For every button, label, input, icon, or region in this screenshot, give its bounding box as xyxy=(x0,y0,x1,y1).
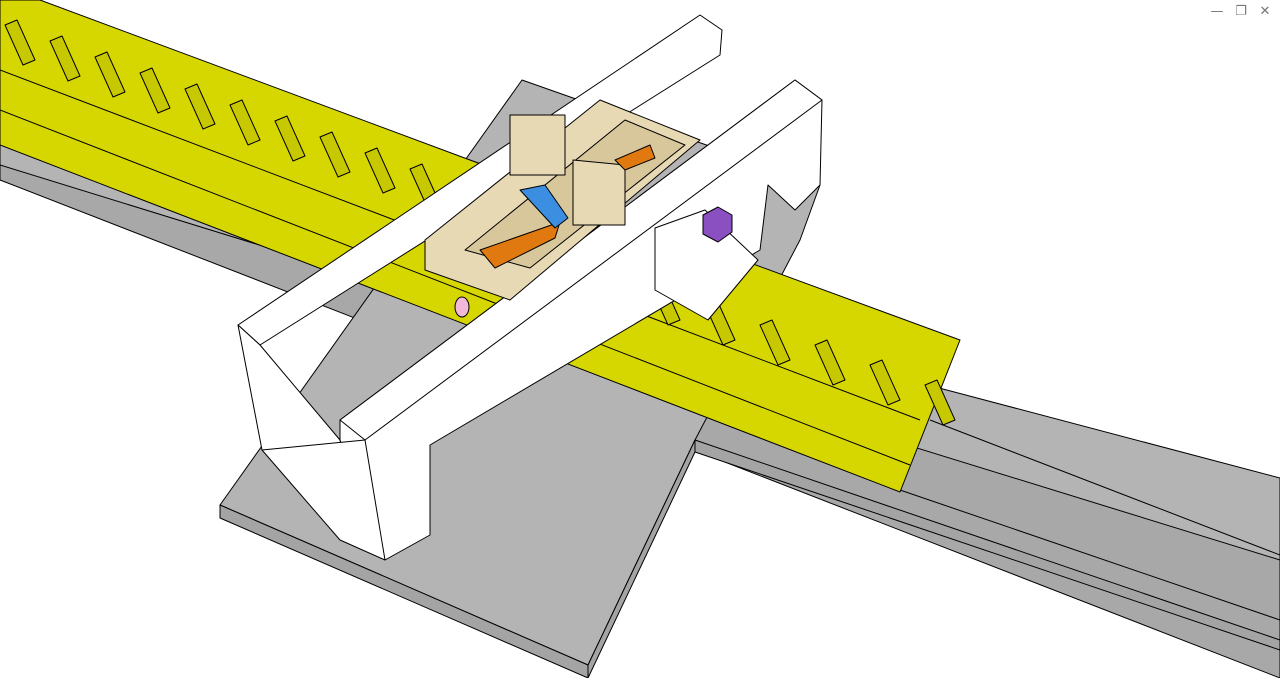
rack-tooth xyxy=(4,19,36,66)
rack-tooth xyxy=(229,99,261,146)
rack-tooth xyxy=(139,67,171,114)
carriage xyxy=(424,99,701,318)
rack-tooth xyxy=(924,379,956,426)
rack-tooth xyxy=(814,339,846,386)
guide-frame xyxy=(237,14,823,561)
rack-tooth xyxy=(274,115,306,162)
minimize-button[interactable]: — xyxy=(1210,4,1224,19)
close-button[interactable]: ✕ xyxy=(1259,4,1271,19)
window-controls: — ❐ ✕ xyxy=(1208,4,1274,20)
restore-button[interactable]: ❐ xyxy=(1235,4,1247,19)
rack-tooth xyxy=(364,147,396,194)
rack-tooth xyxy=(869,359,901,406)
rack-tooth xyxy=(319,131,351,178)
pawl-right xyxy=(614,144,656,171)
rack-tooth xyxy=(184,83,216,130)
nut xyxy=(702,206,733,243)
rack-tooth xyxy=(759,319,791,366)
clamp-block xyxy=(654,206,759,321)
pin xyxy=(519,184,569,229)
pawl-left xyxy=(479,221,561,269)
rack-tooth xyxy=(49,35,81,82)
rack-tooth xyxy=(94,51,126,98)
